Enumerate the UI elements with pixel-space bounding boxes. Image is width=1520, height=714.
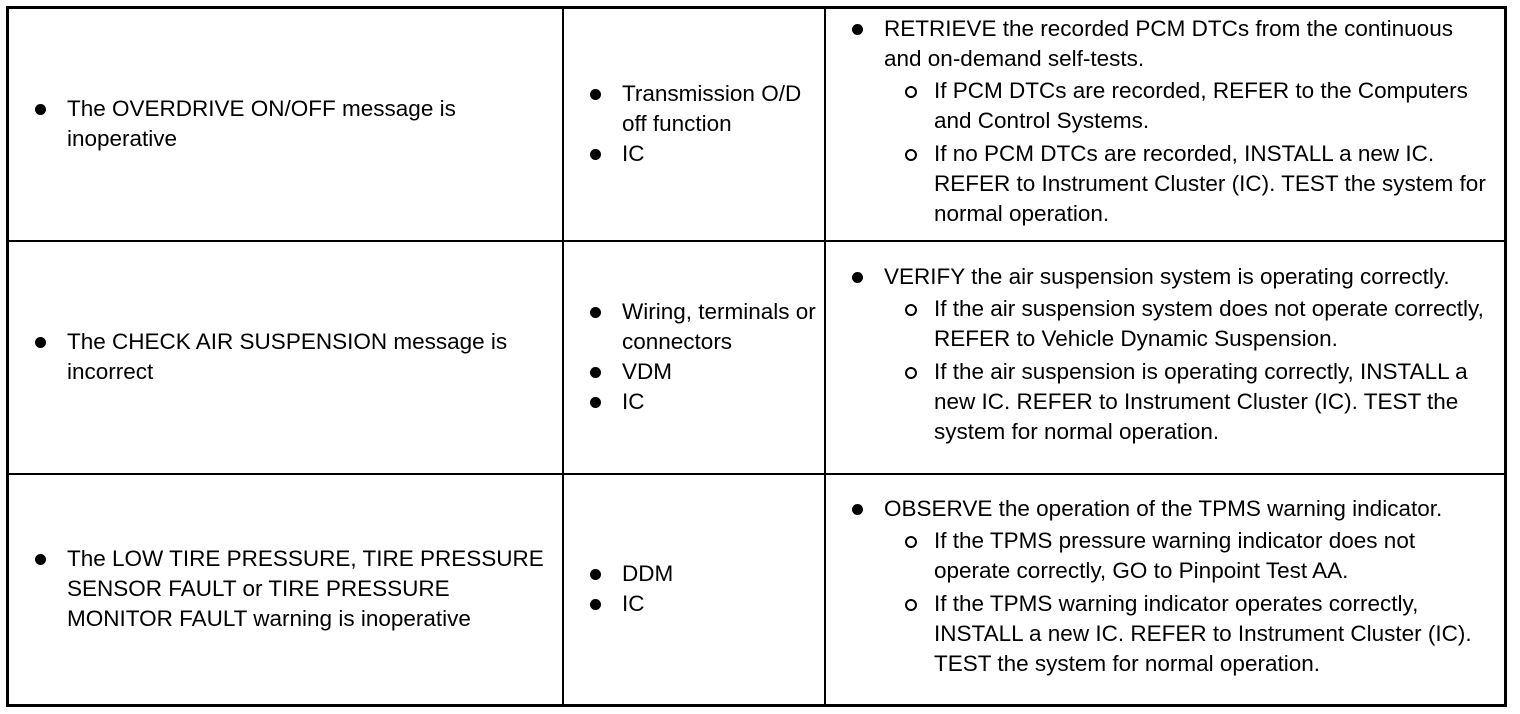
sub-bullet-icon [905, 86, 917, 99]
table-row: The OVERDRIVE ON/OFF message is inoperat… [6, 6, 1507, 242]
bullet-icon [852, 504, 863, 516]
condition-cell: The OVERDRIVE ON/OFF message is inoperat… [6, 6, 564, 242]
bullet-icon [590, 89, 601, 101]
bullet-icon [590, 599, 601, 611]
condition-text: The CHECK AIR SUSPENSION message is inco… [67, 329, 508, 384]
diagnostic-table: The OVERDRIVE ON/OFF message is inoperat… [6, 6, 1507, 707]
bullet-icon [590, 307, 601, 318]
action-substep: If the TPMS pressure warning indicator d… [884, 526, 1496, 586]
substep-text: If the air suspension system does not op… [934, 296, 1484, 351]
substep-text: If PCM DTCs are recorded, REFER to the C… [934, 78, 1468, 134]
substep-text: If the air suspension is operating corre… [934, 359, 1468, 444]
sub-bullet-icon [905, 599, 917, 612]
condition-cell: The CHECK AIR SUSPENSION message is inco… [6, 239, 564, 475]
action-substep: If the TPMS warning indicator operates c… [884, 589, 1496, 679]
action-text: RETRIEVE the recorded PCM DTCs from the … [884, 16, 1453, 72]
action-substep: If the air suspension system does not op… [884, 294, 1496, 354]
bullet-icon [590, 397, 601, 408]
source-item: Wiring, terminals or connectors [564, 297, 824, 357]
condition-text: The OVERDRIVE ON/OFF message is inoperat… [67, 96, 456, 152]
substep-text: If no PCM DTCs are recorded, INSTALL a n… [934, 141, 1486, 227]
substep-text: If the TPMS warning indicator operates c… [934, 591, 1472, 677]
source-cell: DDM IC [562, 472, 826, 707]
source-item: VDM [564, 357, 824, 387]
substep-text: If the TPMS pressure warning indicator d… [934, 528, 1416, 584]
action-cell: VERIFY the air suspension system is oper… [824, 239, 1507, 475]
source-text: DDM [622, 561, 674, 587]
source-item: IC [564, 387, 824, 417]
condition-item: The LOW TIRE PRESSURE, TIRE PRESSURE SEN… [9, 544, 562, 634]
sub-bullet-icon [905, 149, 917, 162]
source-item: Transmission O/D off function [564, 79, 824, 139]
source-text: IC [622, 141, 645, 167]
source-text: IC [622, 389, 645, 414]
bullet-icon [35, 337, 46, 348]
source-item: DDM [564, 559, 824, 589]
condition-text: The LOW TIRE PRESSURE, TIRE PRESSURE SEN… [67, 546, 544, 632]
source-item: IC [564, 589, 824, 619]
action-substep: If no PCM DTCs are recorded, INSTALL a n… [884, 139, 1496, 229]
condition-item: The OVERDRIVE ON/OFF message is inoperat… [9, 94, 562, 154]
bullet-icon [590, 367, 601, 378]
action-substep: If the air suspension is operating corre… [884, 357, 1496, 447]
action-step: VERIFY the air suspension system is oper… [826, 262, 1504, 447]
source-text: VDM [622, 359, 672, 384]
bullet-icon [35, 554, 46, 566]
source-cell: Wiring, terminals or connectors VDM IC [562, 239, 826, 475]
action-cell: OBSERVE the operation of the TPMS warnin… [824, 472, 1507, 707]
sub-bullet-icon [905, 536, 917, 549]
bullet-icon [590, 569, 601, 581]
bullet-icon [590, 149, 601, 161]
sub-bullet-icon [905, 367, 917, 379]
source-item: IC [564, 139, 824, 169]
table-row: The LOW TIRE PRESSURE, TIRE PRESSURE SEN… [6, 472, 1507, 707]
condition-cell: The LOW TIRE PRESSURE, TIRE PRESSURE SEN… [6, 472, 564, 707]
action-step: RETRIEVE the recorded PCM DTCs from the … [826, 14, 1504, 229]
bullet-icon [35, 104, 46, 116]
sub-bullet-icon [905, 304, 917, 316]
source-text: IC [622, 591, 645, 617]
action-text: OBSERVE the operation of the TPMS warnin… [884, 496, 1443, 522]
action-cell: RETRIEVE the recorded PCM DTCs from the … [824, 6, 1507, 242]
source-text: Transmission O/D off function [622, 81, 802, 137]
source-text: Wiring, terminals or connectors [622, 299, 816, 354]
action-text: VERIFY the air suspension system is oper… [884, 264, 1450, 289]
source-cell: Transmission O/D off function IC [562, 6, 826, 242]
bullet-icon [852, 272, 863, 283]
table-row: The CHECK AIR SUSPENSION message is inco… [6, 239, 1507, 475]
condition-item: The CHECK AIR SUSPENSION message is inco… [9, 327, 562, 387]
action-substep: If PCM DTCs are recorded, REFER to the C… [884, 76, 1496, 136]
action-step: OBSERVE the operation of the TPMS warnin… [826, 494, 1504, 679]
bullet-icon [852, 24, 863, 36]
